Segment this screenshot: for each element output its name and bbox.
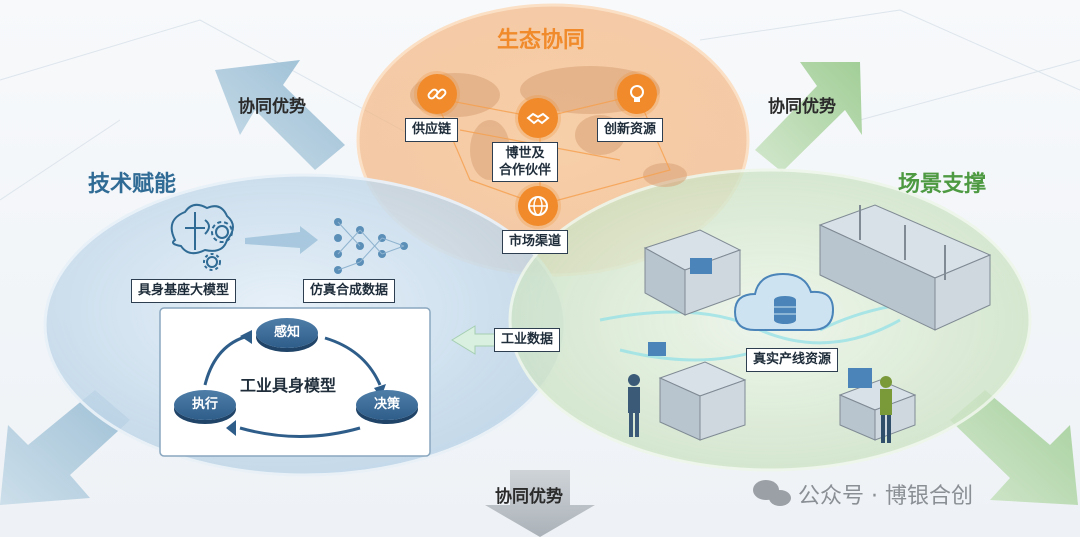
tech-title: 技术赋能 bbox=[88, 172, 177, 197]
innovation-label: 创新资源 bbox=[597, 118, 664, 142]
cycle-center-label: 工业具身模型 bbox=[240, 376, 337, 395]
supply-chain-icon-badge bbox=[417, 74, 457, 114]
arrow-bottom-left bbox=[0, 390, 130, 505]
arrow-top-left bbox=[215, 60, 345, 170]
ecosystem-title: 生态协同 bbox=[497, 28, 586, 53]
partners-icon-badge bbox=[518, 98, 558, 138]
market-label: 市场渠道 bbox=[502, 230, 569, 254]
real-line-label: 真实产线资源 bbox=[746, 348, 839, 372]
arrow-bottom-center bbox=[485, 470, 595, 537]
gear-icon bbox=[203, 221, 233, 271]
execute-node: 执行 bbox=[174, 390, 236, 420]
arrow-bottom-right bbox=[950, 390, 1078, 505]
globe-icon bbox=[528, 196, 548, 216]
advantage-top-left: 协同优势 bbox=[238, 97, 306, 117]
cycle-arrows bbox=[203, 334, 382, 438]
flow-arrow-icon bbox=[245, 226, 318, 254]
scene-title: 场景支撑 bbox=[898, 172, 987, 197]
decide-node: 决策 bbox=[356, 390, 418, 420]
handshake-icon bbox=[526, 112, 550, 125]
cloud-database-icon bbox=[733, 272, 835, 331]
brain-icon bbox=[170, 203, 234, 255]
industrial-data-label: 工业数据 bbox=[494, 328, 561, 352]
wechat-icon bbox=[753, 480, 791, 506]
supply-chain-label: 供应链 bbox=[405, 118, 459, 142]
factory-machines bbox=[599, 204, 992, 443]
arrow-top-right bbox=[755, 62, 862, 172]
partners-label-line1: 博世及 bbox=[505, 146, 545, 161]
background-lines bbox=[0, 9, 1080, 201]
link-icon bbox=[427, 88, 447, 100]
innovation-icon-badge bbox=[617, 74, 657, 114]
watermark: 公众号 · 博银合创 bbox=[798, 484, 973, 509]
neural-net-icon bbox=[334, 218, 408, 274]
advantage-top-right: 协同优势 bbox=[768, 97, 836, 117]
sim-data-label: 仿真合成数据 bbox=[303, 279, 396, 303]
lightbulb-icon bbox=[630, 85, 644, 102]
market-icon-badge bbox=[518, 186, 558, 226]
big-model-label: 具身基座大模型 bbox=[131, 279, 237, 303]
partners-label: 博世及 合作伙伴 bbox=[492, 142, 559, 182]
partners-label-line2: 合作伙伴 bbox=[499, 163, 552, 178]
perceive-node: 感知 bbox=[256, 318, 318, 348]
advantage-bottom: 协同优势 bbox=[495, 487, 563, 507]
